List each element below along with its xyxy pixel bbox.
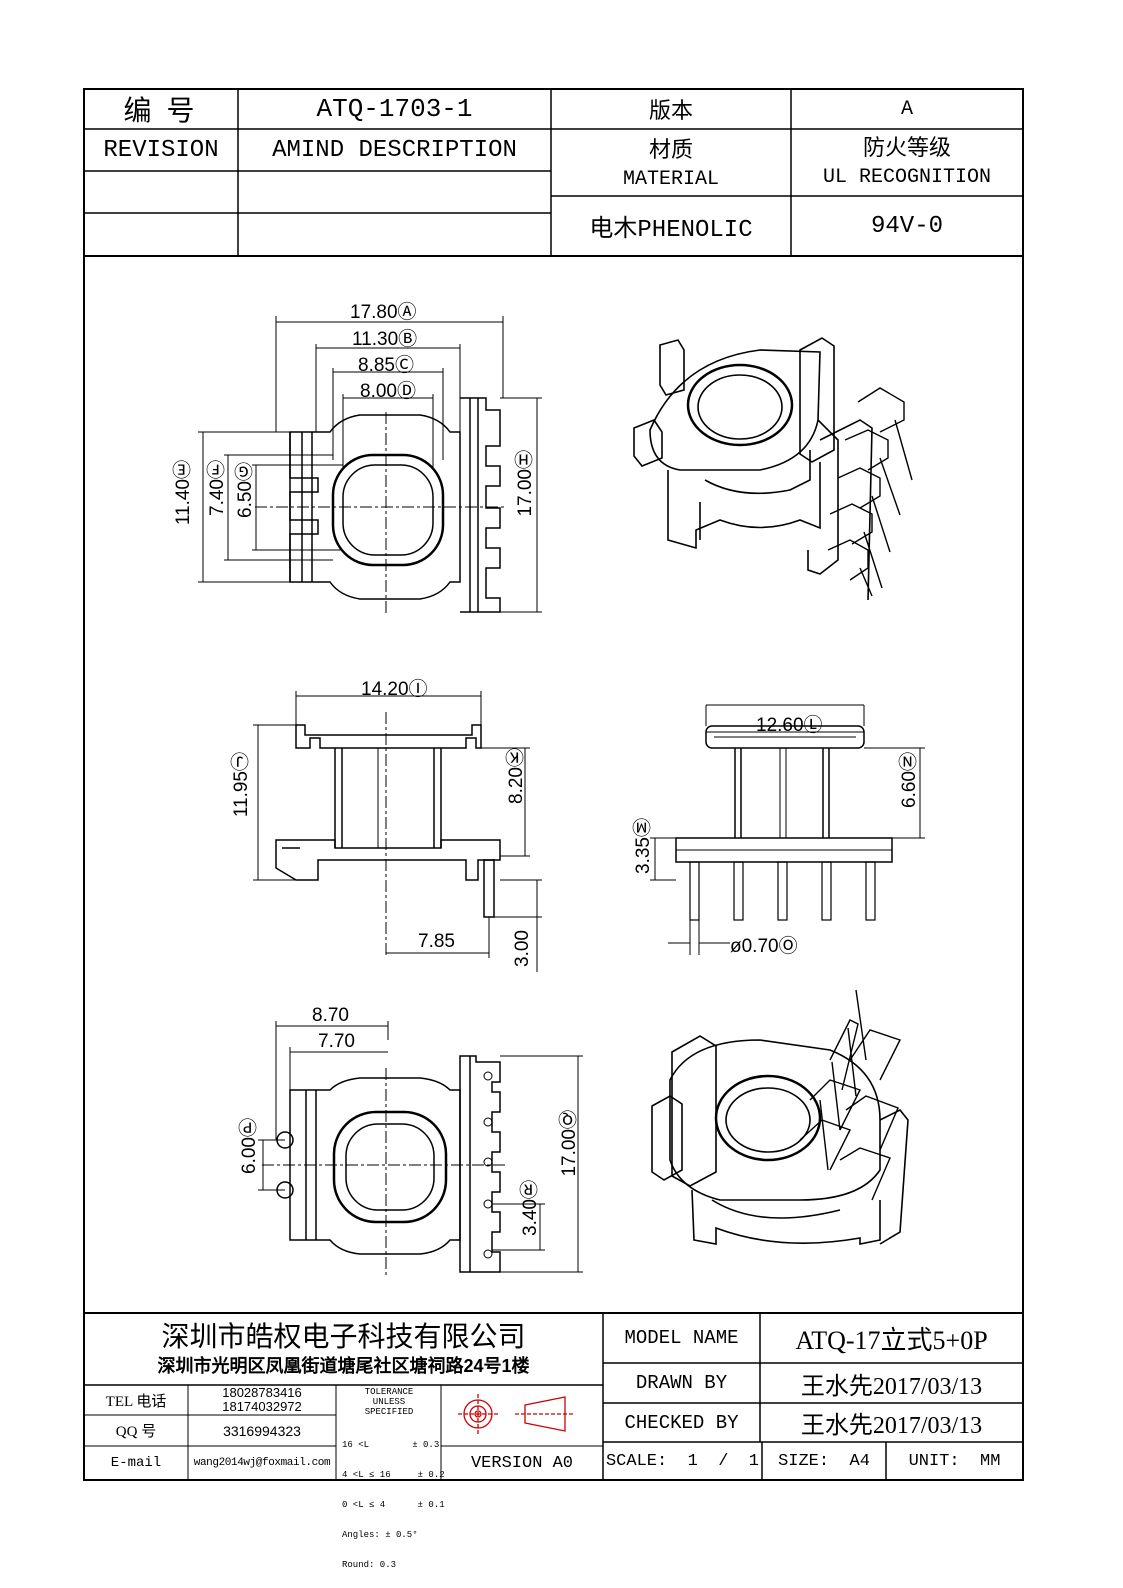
dim-q-label: 17.00Ⓠ [559, 1110, 580, 1177]
material-label-en: MATERIAL [622, 167, 719, 191]
front-view [275, 712, 501, 955]
dim-g-label: 6.50Ⓖ [235, 462, 256, 518]
dim-l-label: 12.60Ⓛ [756, 715, 823, 736]
dim-pin-length-label: 3.00 [512, 930, 533, 967]
email-value: wang2014wj@foxmail.com [193, 1457, 331, 1469]
amind-description-label: AMIND DESCRIPTION [272, 136, 517, 164]
number-label: 编 号 [123, 96, 199, 127]
dim-b-label: 11.30Ⓑ [352, 329, 418, 350]
email-label: E-mail [110, 1455, 162, 1471]
qq-label: QQ 号 [115, 1424, 157, 1440]
dim-o-label: ø0.70Ⓞ [730, 936, 798, 957]
model-name-label: MODEL NAME [624, 1327, 739, 1349]
dim-e-label: 11.40Ⓔ [173, 460, 194, 526]
bottom-view-dimension-lines [258, 1021, 583, 1273]
dim-d-label: 8.00Ⓓ [360, 381, 416, 402]
dim-h-label: 17.00Ⓗ [515, 450, 536, 517]
ul-label-cn: 防火等级 [862, 135, 951, 160]
revision-label: REVISION [103, 136, 219, 164]
drawn-by-label: DRAWN BY [635, 1372, 728, 1394]
dim-width-2-label: 7.70 [318, 1031, 355, 1052]
dim-c-label: 8.85Ⓒ [358, 355, 414, 376]
isometric-view-top [633, 337, 913, 601]
scale-value: SCALE: 1 / 1 [605, 1451, 760, 1471]
unit-value: UNIT: MM [908, 1451, 1001, 1471]
checked-by-label: CHECKED BY [624, 1411, 739, 1434]
checked-by-value: 王水先2017/03/13 [800, 1413, 983, 1439]
model-name-value: ATQ-17立式5+0P [795, 1325, 988, 1355]
isometric-view-bottom [651, 989, 909, 1245]
tolerance-title: TOLERANCE UNLESS SPECIFIED [364, 1387, 414, 1417]
ul-label-en: UL RECOGNITION [822, 165, 992, 189]
tel-label: TEL 电话 [105, 1393, 167, 1410]
company-name: 深圳市皓权电子科技有限公司 [161, 1322, 526, 1353]
bottom-view [262, 1055, 505, 1276]
dim-width-1-label: 8.70 [312, 1005, 349, 1026]
side-view [675, 725, 893, 921]
drawn-by-value: 王水先2017/03/13 [800, 1373, 983, 1400]
front-view-dimension-lines [253, 691, 542, 972]
top-view-dimension-lines [198, 316, 542, 613]
qq-value: 3316994323 [223, 1422, 301, 1439]
dim-n-label: 6.60Ⓝ [899, 752, 920, 808]
dim-k-label: 8.20Ⓚ [506, 748, 527, 804]
size-value: SIZE: A4 [778, 1451, 870, 1471]
version-code: VERSION A0 [470, 1453, 574, 1473]
dim-f-label: 7.40Ⓕ [207, 460, 228, 516]
ul-value: 94V-0 [870, 212, 943, 240]
dim-a-label: 17.80Ⓐ [350, 302, 417, 323]
version-value: A [900, 97, 913, 121]
dim-p-label: 6.00Ⓟ [239, 1118, 260, 1174]
top-view [255, 397, 505, 616]
version-label: 版本 [648, 98, 693, 123]
company-address: 深圳市光明区凤凰街道塘尾社区塘祠路24号1楼 [157, 1356, 530, 1376]
number-value: ATQ-1703-1 [316, 94, 473, 124]
dim-r-label: 3.40Ⓡ [520, 1180, 541, 1236]
dim-j-label: 11.95Ⓙ [231, 752, 252, 818]
tel-values: 18028783416 18174032972 [222, 1385, 302, 1414]
material-label-cn: 材质 [648, 137, 693, 162]
dim-i-label: 14.20Ⓘ [361, 679, 428, 700]
material-value: 电木PHENOLIC [589, 217, 753, 244]
dim-m-label: 3.35Ⓜ [633, 818, 654, 874]
dim-pin-offset-label: 7.85 [418, 931, 455, 952]
projection-symbol [458, 1394, 575, 1434]
tolerance-table: 16 <L ± 0.3 4 <L ≤ 16 ± 0.2 0 <L ≤ 4 ± 0… [342, 1440, 445, 1570]
side-view-dimension-lines [650, 704, 925, 955]
